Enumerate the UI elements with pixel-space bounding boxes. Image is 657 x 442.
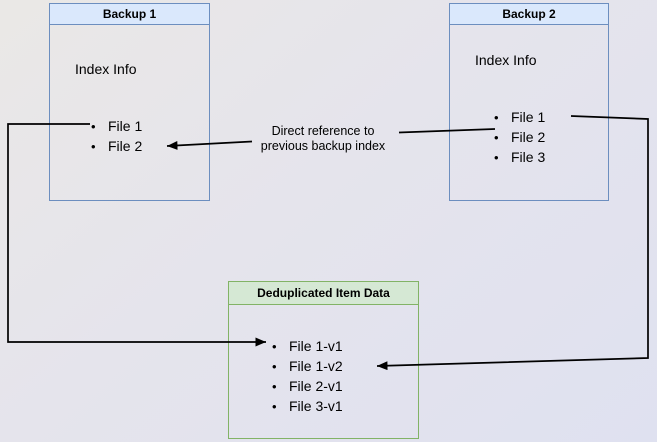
- list-item: • File 3: [494, 147, 545, 167]
- file-label: File 2: [108, 138, 143, 154]
- list-item: • File 1: [494, 107, 545, 127]
- backup1-title: Backup 1: [50, 4, 209, 25]
- backup1-file-list: • File 1 • File 2: [91, 116, 142, 156]
- list-item: • File 2: [494, 127, 545, 147]
- backup1-box: Backup 1 Index Info • File 1 • File 2: [49, 3, 210, 201]
- bullet-icon: •: [91, 138, 96, 154]
- bullet-icon: •: [272, 378, 277, 394]
- list-item: • File 1-v1: [272, 336, 343, 356]
- backup1-subtitle: Index Info: [75, 61, 137, 77]
- file-label: File 2-v1: [289, 378, 343, 394]
- file-label: File 1: [108, 118, 143, 134]
- dedup-title: Deduplicated Item Data: [229, 282, 418, 305]
- file-label: File 3-v1: [289, 398, 343, 414]
- file-label: File 2: [511, 129, 546, 145]
- bullet-icon: •: [494, 129, 499, 145]
- bullet-icon: •: [494, 109, 499, 125]
- file-label: File 1: [511, 109, 546, 125]
- bullet-icon: •: [494, 149, 499, 165]
- bullet-icon: •: [272, 338, 277, 354]
- bullet-icon: •: [91, 118, 96, 134]
- backup2-file-list: • File 1 • File 2 • File 3: [494, 107, 545, 167]
- bullet-icon: •: [272, 358, 277, 374]
- bullet-icon: •: [272, 398, 277, 414]
- file-label: File 1-v1: [289, 338, 343, 354]
- dedup-file-list: • File 1-v1 • File 1-v2 • File 2-v1 • Fi…: [272, 336, 343, 416]
- backup2-title: Backup 2: [450, 4, 608, 25]
- list-item: • File 2-v1: [272, 376, 343, 396]
- list-item: • File 1-v2: [272, 356, 343, 376]
- backup2-subtitle: Index Info: [475, 52, 537, 68]
- backup2-box: Backup 2 Index Info • File 1 • File 2 • …: [449, 3, 609, 201]
- list-item: • File 2: [91, 136, 142, 156]
- file-label: File 1-v2: [289, 358, 343, 374]
- list-item: • File 1: [91, 116, 142, 136]
- edge-label: Direct reference to previous backup inde…: [260, 124, 386, 153]
- dedup-box: Deduplicated Item Data • File 1-v1 • Fil…: [228, 281, 419, 439]
- file-label: File 3: [511, 149, 546, 165]
- list-item: • File 3-v1: [272, 396, 343, 416]
